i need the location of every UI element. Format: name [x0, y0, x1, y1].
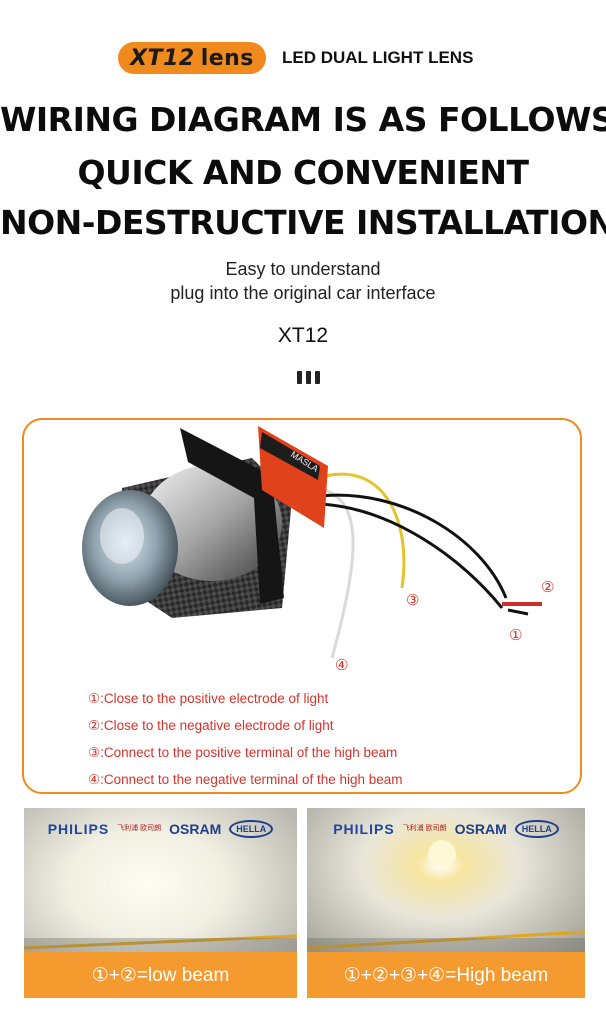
marker-2: ②: [541, 578, 555, 596]
philips-logo: PHILIPS: [333, 821, 395, 837]
badge-model: XT12: [130, 45, 195, 71]
legend-item-3: ③:Connect to the positive terminal of th…: [88, 745, 398, 760]
hella-logo: HELLA: [229, 820, 274, 838]
brand-logos: PHILIPS 飞利浦 欧司朗 OSRAM HELLA: [24, 820, 297, 838]
headline-1: WIRING DIAGRAM IS AS FOLLOWS: [0, 100, 606, 139]
cn-brand-text: 飞利浦 欧司朗: [117, 825, 162, 832]
cn-brand-text: 飞利浦 欧司朗: [402, 825, 447, 832]
low-beam-caption: ①+②=low beam: [24, 952, 297, 998]
model-label: XT12: [277, 324, 329, 347]
marker-3: ③: [406, 591, 420, 609]
osram-logo: OSRAM: [454, 821, 507, 837]
osram-logo: OSRAM: [169, 821, 222, 837]
marker-1: ①: [509, 626, 523, 644]
product-subtitle: LED DUAL LIGHT LENS: [282, 48, 474, 67]
brand-logos: PHILIPS 飞利浦 欧司朗 OSRAM HELLA: [307, 820, 585, 838]
philips-logo: PHILIPS: [47, 821, 110, 837]
high-beam-caption: ①+②+③+④=High beam: [307, 952, 585, 998]
divider-marks: [297, 371, 321, 384]
legend-item-4: ④:Connect to the negative terminal of th…: [88, 772, 403, 787]
legend-item-1: ①:Close to the positive electrode of lig…: [88, 691, 329, 706]
badge-lens: lens: [200, 45, 254, 71]
low-beam-photo: PHILIPS 飞利浦 欧司朗 OSRAM HELLA ①+②=low beam: [24, 808, 297, 998]
caption-1: Easy to understand: [225, 259, 381, 279]
legend-item-2: ②:Close to the negative electrode of lig…: [88, 718, 334, 733]
headline-3: NON-DESTRUCTIVE INSTALLATION: [0, 203, 606, 242]
product-badge: XT12 lens: [118, 42, 266, 74]
high-beam-photo: PHILIPS 飞利浦 欧司朗 OSRAM HELLA ①+②+③+④=High…: [307, 808, 585, 998]
lens-illustration: MASLA: [82, 426, 542, 659]
hella-logo: HELLA: [514, 820, 559, 838]
headline-2: QUICK AND CONVENIENT: [77, 153, 530, 192]
caption-2: plug into the original car interface: [170, 283, 436, 303]
marker-4: ④: [335, 656, 349, 674]
